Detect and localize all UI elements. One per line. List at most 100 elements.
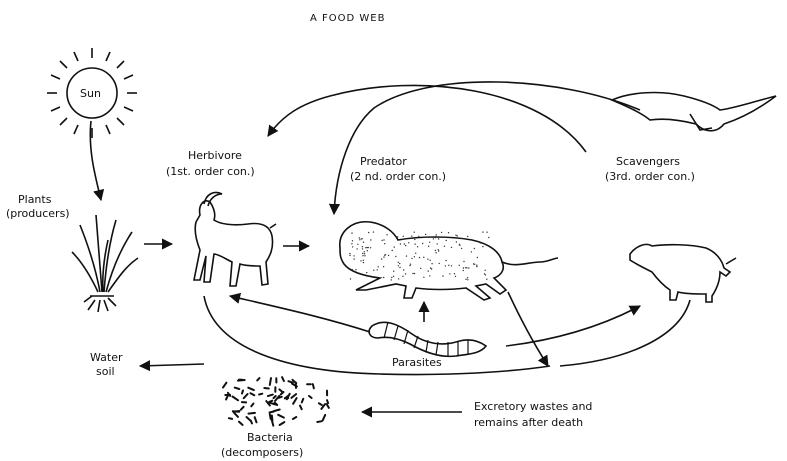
scavengers-sublabel: (3rd. order con.) bbox=[605, 170, 695, 183]
fur-dot bbox=[419, 257, 420, 258]
bacterium-mark bbox=[293, 398, 297, 404]
fur-dot bbox=[399, 267, 400, 268]
fur-dot bbox=[427, 259, 428, 260]
fur-dot bbox=[377, 269, 378, 270]
fur-dot bbox=[405, 245, 406, 246]
fur-dot bbox=[414, 273, 415, 274]
fur-dot bbox=[410, 264, 411, 265]
arrow-scavengers-to-herbivore bbox=[268, 85, 586, 152]
arc-scavenger-to-wastes bbox=[560, 300, 690, 366]
herbivore-sublabel: (1st. order con.) bbox=[166, 165, 255, 178]
fur-dot bbox=[362, 255, 363, 256]
bacterium-mark bbox=[248, 388, 254, 390]
fur-dot bbox=[435, 250, 436, 251]
fur-dot bbox=[363, 260, 364, 261]
fur-dot bbox=[457, 235, 458, 236]
fur-dot bbox=[454, 273, 455, 274]
fur-dot bbox=[441, 232, 442, 233]
fur-dot bbox=[435, 252, 436, 253]
fur-dot bbox=[370, 239, 371, 240]
fur-dot bbox=[473, 263, 474, 264]
fur-dot bbox=[384, 243, 385, 244]
fur-dot bbox=[352, 269, 353, 270]
plants-label: Plants bbox=[18, 193, 52, 206]
fur-dot bbox=[370, 247, 371, 248]
bacterium-mark bbox=[327, 404, 329, 408]
fur-dot bbox=[468, 267, 469, 268]
fur-dot bbox=[392, 250, 393, 251]
fur-dot bbox=[433, 238, 434, 239]
fur-dot bbox=[349, 253, 350, 254]
fur-dot bbox=[373, 231, 374, 232]
fur-dot bbox=[477, 257, 478, 258]
water-soil-sublabel: soil bbox=[96, 365, 115, 378]
fur-dot bbox=[353, 258, 354, 259]
bacterium-mark bbox=[268, 395, 273, 397]
goat-icon bbox=[194, 192, 276, 286]
fur-dot bbox=[417, 246, 418, 247]
fur-dot bbox=[364, 253, 365, 254]
fur-dot bbox=[420, 268, 421, 269]
fur-dot bbox=[422, 243, 423, 244]
bacterium-mark bbox=[317, 421, 322, 422]
fur-dot bbox=[437, 243, 438, 244]
fur-dot bbox=[476, 265, 477, 266]
fur-dot bbox=[414, 239, 415, 240]
fur-dot bbox=[430, 260, 431, 261]
bacterium-mark bbox=[241, 407, 244, 410]
fur-dot bbox=[398, 262, 399, 263]
fur-dot bbox=[461, 248, 462, 249]
fur-dot bbox=[414, 243, 415, 244]
fur-dot bbox=[459, 265, 460, 266]
fur-dot bbox=[367, 250, 368, 251]
fur-dot bbox=[436, 234, 437, 235]
sun-label: Sun bbox=[80, 87, 101, 100]
bacterium-mark bbox=[244, 394, 248, 398]
fur-dot bbox=[415, 253, 416, 254]
bacterium-mark bbox=[302, 399, 304, 403]
fur-dot bbox=[362, 246, 363, 247]
fur-dot bbox=[474, 248, 475, 249]
fur-dot bbox=[352, 246, 353, 247]
fur-dot bbox=[486, 232, 487, 233]
fur-dot bbox=[482, 246, 483, 247]
fur-dot bbox=[402, 276, 403, 277]
bacterium-mark bbox=[293, 417, 296, 419]
fur-dot bbox=[362, 253, 363, 254]
fur-dot bbox=[359, 239, 360, 240]
fur-dot bbox=[438, 238, 439, 239]
fur-dot bbox=[399, 263, 400, 264]
fur-dot bbox=[414, 232, 415, 233]
bacterium-mark bbox=[223, 383, 226, 388]
bacterium-mark bbox=[255, 417, 257, 422]
fur-dot bbox=[386, 234, 387, 235]
bacterium-mark bbox=[274, 396, 276, 398]
fur-dot bbox=[364, 251, 365, 252]
fur-dot bbox=[445, 260, 446, 261]
fur-dot bbox=[394, 246, 395, 247]
fur-dot bbox=[449, 273, 450, 274]
fur-dot bbox=[418, 236, 419, 237]
bacterium-mark bbox=[229, 418, 232, 419]
bacterium-mark bbox=[234, 411, 239, 412]
fur-dot bbox=[438, 249, 439, 250]
fur-dot bbox=[451, 247, 452, 248]
fur-dot bbox=[373, 270, 374, 271]
fur-dot bbox=[393, 276, 394, 277]
fur-dot bbox=[363, 262, 364, 263]
fur-dot bbox=[362, 248, 363, 249]
fur-dot bbox=[423, 277, 424, 278]
fur-dot bbox=[425, 234, 426, 235]
fur-dot bbox=[361, 238, 362, 239]
bacterium-mark bbox=[233, 397, 239, 401]
fur-dot bbox=[446, 240, 447, 241]
fur-dot bbox=[467, 236, 468, 237]
fur-dot bbox=[360, 260, 361, 261]
bacterium-mark bbox=[239, 422, 243, 425]
fur-dot bbox=[438, 250, 439, 251]
bacterium-mark bbox=[264, 388, 269, 389]
fur-dot bbox=[429, 275, 430, 276]
arrow-parasites-to-herbivore bbox=[230, 296, 370, 332]
fur-dot bbox=[411, 235, 412, 236]
fur-dot bbox=[444, 246, 445, 247]
